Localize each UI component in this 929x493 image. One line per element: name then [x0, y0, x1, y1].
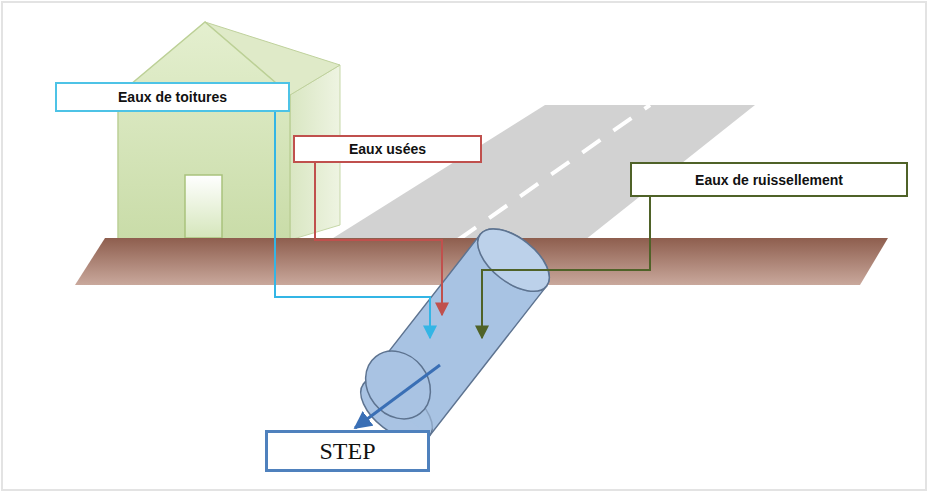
label-text: Eaux de ruissellement	[695, 172, 843, 188]
destination-box: STEP	[265, 430, 430, 472]
label-text: Eaux usées	[349, 141, 426, 157]
label-text: Eaux de toitures	[118, 89, 227, 105]
label-box: Eaux de toitures	[55, 82, 290, 112]
label-text: STEP	[319, 438, 375, 465]
label-box: Eaux de ruissellement	[630, 162, 908, 197]
label-box: Eaux usées	[293, 135, 482, 163]
